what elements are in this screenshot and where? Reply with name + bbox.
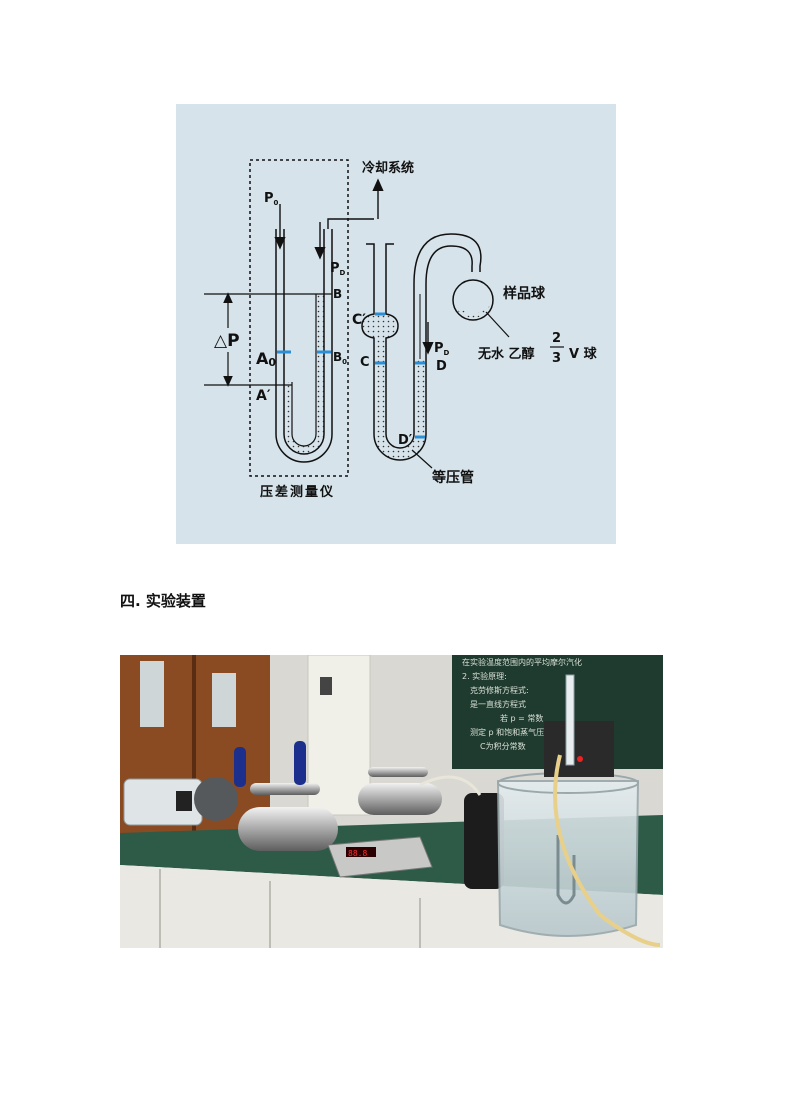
connecting-pipe [327, 218, 374, 229]
svg-text:C为积分常数: C为积分常数 [480, 741, 526, 751]
label-b0: B0 [333, 350, 347, 366]
manometer-inner-wall-a [283, 229, 325, 455]
blackboard-notes: 在实验温度范围内的平均摩尔汽化 2. 实验原理: 克劳修斯方程式: 是一直线方程… [462, 657, 582, 751]
door-gap [192, 655, 196, 833]
manometer-liquid [284, 294, 324, 454]
display-digits: 88.8 [348, 849, 367, 858]
label-c-prime: C′ [352, 312, 366, 328]
label-pd-left: PD [330, 261, 346, 277]
vacuum-hose [419, 775, 482, 796]
buffer-tank-left [238, 807, 338, 851]
manometer-outer-wall [275, 229, 333, 463]
label-p0: P0 [264, 191, 279, 207]
stirrer-controller [544, 721, 614, 777]
isotensiscope-diagram: P0 PD 冷却系统 样品球 无水 乙醇 2 3 V 球 PD △P A0 A′… [176, 104, 616, 544]
label-d: D [436, 359, 447, 374]
label-c: C [360, 355, 370, 370]
svg-text:若 p = 常数: 若 p = 常数 [500, 713, 543, 723]
pump-window [176, 791, 192, 811]
svg-text:是一直线方程式: 是一直线方程式 [470, 699, 526, 709]
svg-text:在实验温度范围内的平均摩尔汽化: 在实验温度范围内的平均摩尔汽化 [462, 657, 582, 667]
label-a0: A0 [256, 349, 276, 369]
yellow-hose [553, 754, 661, 947]
label-manometer: 压差测量仪 [260, 484, 335, 500]
label-delta-p: △P [214, 331, 240, 351]
cold-trap-1 [234, 747, 246, 787]
label-ethanol-suffix: V 球 [569, 346, 598, 362]
drying-tube-left [250, 783, 320, 795]
door-window-left [140, 661, 164, 727]
indicator-light [577, 756, 583, 762]
label-b: B [333, 287, 342, 301]
isotensiscope-glass [556, 835, 576, 905]
svg-text:克劳修斯方程式:: 克劳修斯方程式: [470, 685, 529, 695]
cold-trap-2 [294, 741, 306, 785]
svg-text:2. 实验原理:: 2. 实验原理: [462, 671, 507, 681]
label-sample-bulb: 样品球 [503, 285, 546, 302]
buffer-tank-right [358, 783, 442, 815]
manometer-inner-wall-b [291, 294, 317, 447]
sample-bulb [452, 279, 494, 321]
photo-svg: 在实验温度范围内的平均摩尔汽化 2. 实验原理: 克劳修斯方程式: 是一直线方程… [120, 655, 663, 948]
label-cooling: 冷却系统 [362, 160, 414, 176]
door-window-right [212, 673, 236, 727]
svg-text:测定 p 和饱和蒸气压: 测定 p 和饱和蒸气压 [470, 727, 544, 737]
label-pd-right: PD [434, 341, 450, 357]
thermostat-unit [464, 793, 504, 889]
sample-leader [485, 311, 510, 338]
label-a-prime: A′ [256, 388, 271, 404]
pressure-display [346, 847, 376, 857]
label-frac-num: 2 [552, 331, 561, 346]
isotensiscope-liquid [362, 314, 426, 460]
isotensiscope-inner [385, 233, 482, 449]
apparatus-photo: 在实验温度范围内的平均摩尔汽化 2. 实验原理: 克劳修斯方程式: 是一直线方程… [120, 655, 663, 948]
label-ethanol-prefix: 无水 乙醇 [477, 346, 535, 362]
label-d-prime: D′ [398, 433, 413, 448]
drying-tube-right [368, 767, 428, 777]
sample-liquid [454, 304, 492, 318]
isotensiscope-outer [361, 243, 473, 461]
diagram-svg: P0 PD 冷却系统 样品球 无水 乙醇 2 3 V 球 PD △P A0 A′… [204, 159, 598, 500]
vacuum-pump-motor [194, 777, 238, 821]
manometer-box [249, 159, 349, 477]
wall-switch [320, 677, 332, 695]
section-heading: 四. 实验装置 [120, 592, 206, 610]
label-frac-den: 3 [552, 351, 561, 366]
condenser [565, 674, 575, 766]
label-isotensiscope: 等压管 [432, 469, 474, 486]
isotensiscope-leader [411, 449, 433, 469]
